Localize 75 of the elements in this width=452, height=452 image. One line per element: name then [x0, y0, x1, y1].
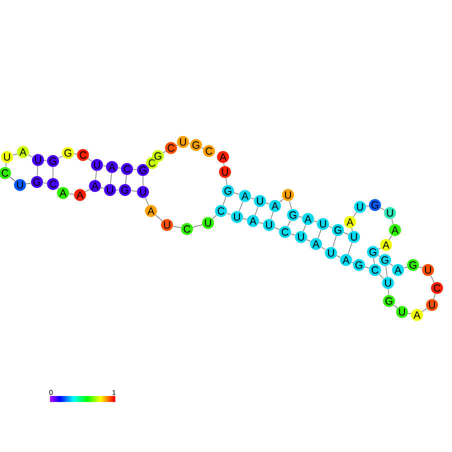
backbone-line — [37, 166, 38, 176]
backbone-line — [226, 178, 228, 186]
backbone-line — [145, 197, 149, 206]
backbone-line — [408, 312, 412, 314]
backbone-line — [289, 200, 292, 210]
backbone-line — [266, 202, 270, 204]
backbone-line — [42, 182, 48, 184]
backbone-line — [390, 264, 394, 266]
backbone-line — [250, 198, 254, 200]
backbone-line — [85, 188, 90, 192]
backbone-line — [201, 147, 204, 149]
backbone-line — [380, 208, 385, 210]
backbone-line — [226, 212, 232, 216]
backbone-line — [12, 154, 18, 156]
backbone-line — [394, 304, 398, 308]
backbone-line — [343, 232, 349, 235]
backbone-line — [192, 224, 202, 228]
backbone-line — [274, 227, 280, 230]
backbone-line — [88, 158, 92, 162]
backbone-line — [222, 196, 226, 206]
backbone-line — [378, 255, 380, 257]
backbone-line — [418, 266, 422, 268]
backbone-line — [379, 274, 384, 279]
backbone-line — [386, 266, 388, 278]
backbone-line — [388, 288, 389, 296]
backbone-line — [270, 212, 274, 220]
backbone-line — [318, 230, 322, 238]
backbone-line — [388, 235, 392, 240]
backbone-line — [422, 308, 428, 312]
backbone-line — [10, 176, 16, 182]
backbone-line — [254, 206, 258, 216]
backbone-line — [404, 266, 408, 268]
backbone-line — [287, 220, 291, 227]
backbone-line — [52, 166, 54, 178]
backbone-line — [44, 160, 48, 161]
backbone-line — [130, 190, 138, 192]
backbone-line — [364, 266, 370, 268]
backbone-line — [154, 158, 156, 161]
backbone-line — [28, 154, 33, 158]
backbone-line — [430, 275, 434, 283]
backbone-line — [132, 169, 138, 170]
backbone-line — [351, 228, 353, 232]
backbone-line — [353, 212, 357, 218]
backbone-line — [68, 193, 74, 195]
backbone-line — [303, 224, 306, 232]
backbone-line — [100, 187, 104, 189]
backbone-line — [155, 214, 163, 222]
backbone-line — [373, 258, 375, 264]
backbone-line — [26, 182, 32, 184]
backbone-line — [242, 218, 248, 220]
backbone-line — [290, 234, 296, 236]
backbone-line — [392, 218, 394, 224]
backbone-line — [110, 172, 112, 184]
backbone-line — [328, 226, 332, 228]
backbone-line — [163, 151, 166, 153]
backbone-line — [314, 220, 318, 222]
backbone-line — [348, 242, 352, 254]
backbone-line — [306, 239, 311, 242]
backbone-line — [279, 198, 284, 202]
backbone-line — [378, 248, 381, 250]
backbone-line — [212, 214, 217, 220]
backbone-line — [321, 246, 326, 250]
backbone-line — [142, 176, 144, 186]
backbone-line — [238, 202, 244, 212]
backbone-line — [58, 156, 63, 158]
backbone-line — [336, 255, 341, 258]
backbone-line — [95, 170, 97, 180]
backbone-line — [434, 294, 436, 300]
backbone-line — [258, 222, 264, 224]
backbone-line — [298, 216, 302, 218]
backbone-line — [234, 192, 240, 194]
backbone-line — [332, 236, 336, 248]
backbone-line — [125, 174, 127, 184]
backbone-line — [352, 262, 354, 264]
backbone-line — [172, 226, 182, 228]
